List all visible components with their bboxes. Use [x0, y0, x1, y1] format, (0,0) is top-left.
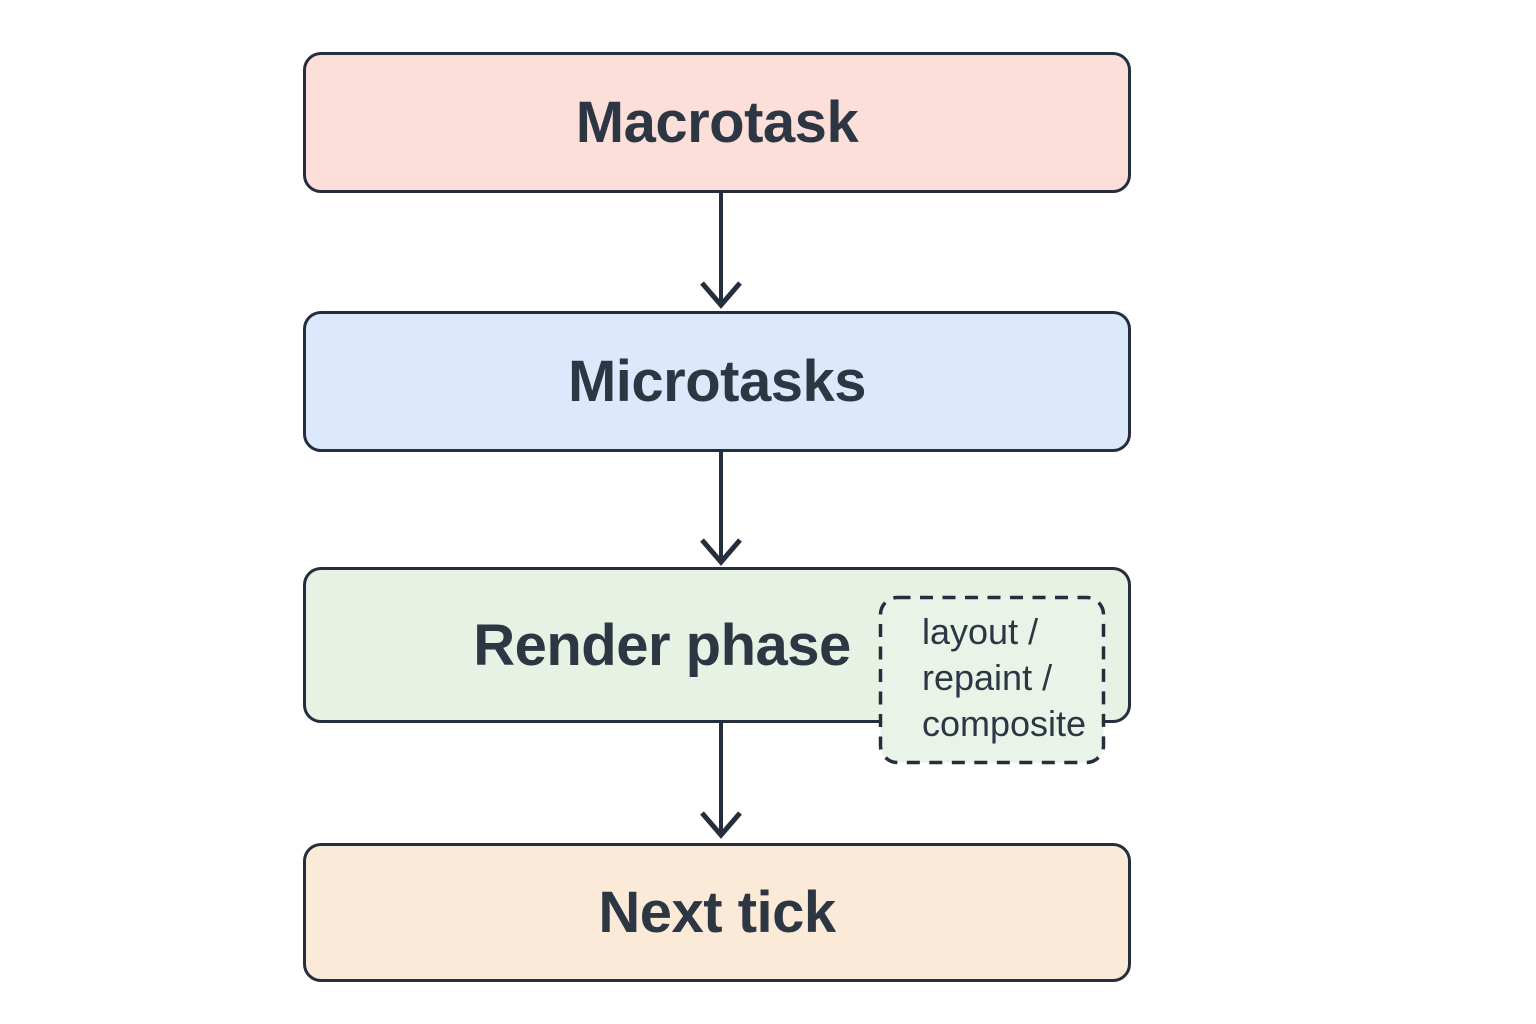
node-next-tick: Next tick	[303, 843, 1131, 982]
arrowhead-icon	[700, 538, 742, 566]
note-text: layout / repaint / composite	[878, 595, 1106, 765]
node-microtasks: Microtasks	[303, 311, 1131, 452]
arrowhead-icon	[700, 281, 742, 309]
note-line-1: layout /	[922, 611, 1039, 652]
arrow-microtasks-to-render-phase	[700, 452, 742, 566]
render-phase-note: layout / repaint / composite	[878, 595, 1106, 765]
arrowhead-icon	[700, 811, 742, 839]
arrow-macrotask-to-microtasks	[700, 193, 742, 309]
note-line-3: composite	[922, 703, 1087, 744]
node-microtasks-label: Microtasks	[567, 349, 867, 414]
arrow-render-phase-to-next-tick	[700, 723, 742, 839]
note-line-2: repaint /	[922, 657, 1053, 698]
node-macrotask-label: Macrotask	[575, 90, 859, 155]
node-next-tick-label: Next tick	[598, 880, 836, 945]
note-background	[878, 595, 1106, 765]
node-macrotask: Macrotask	[303, 52, 1131, 193]
note-dashed-border	[878, 595, 1106, 765]
node-render-phase-label: Render phase	[473, 612, 851, 678]
